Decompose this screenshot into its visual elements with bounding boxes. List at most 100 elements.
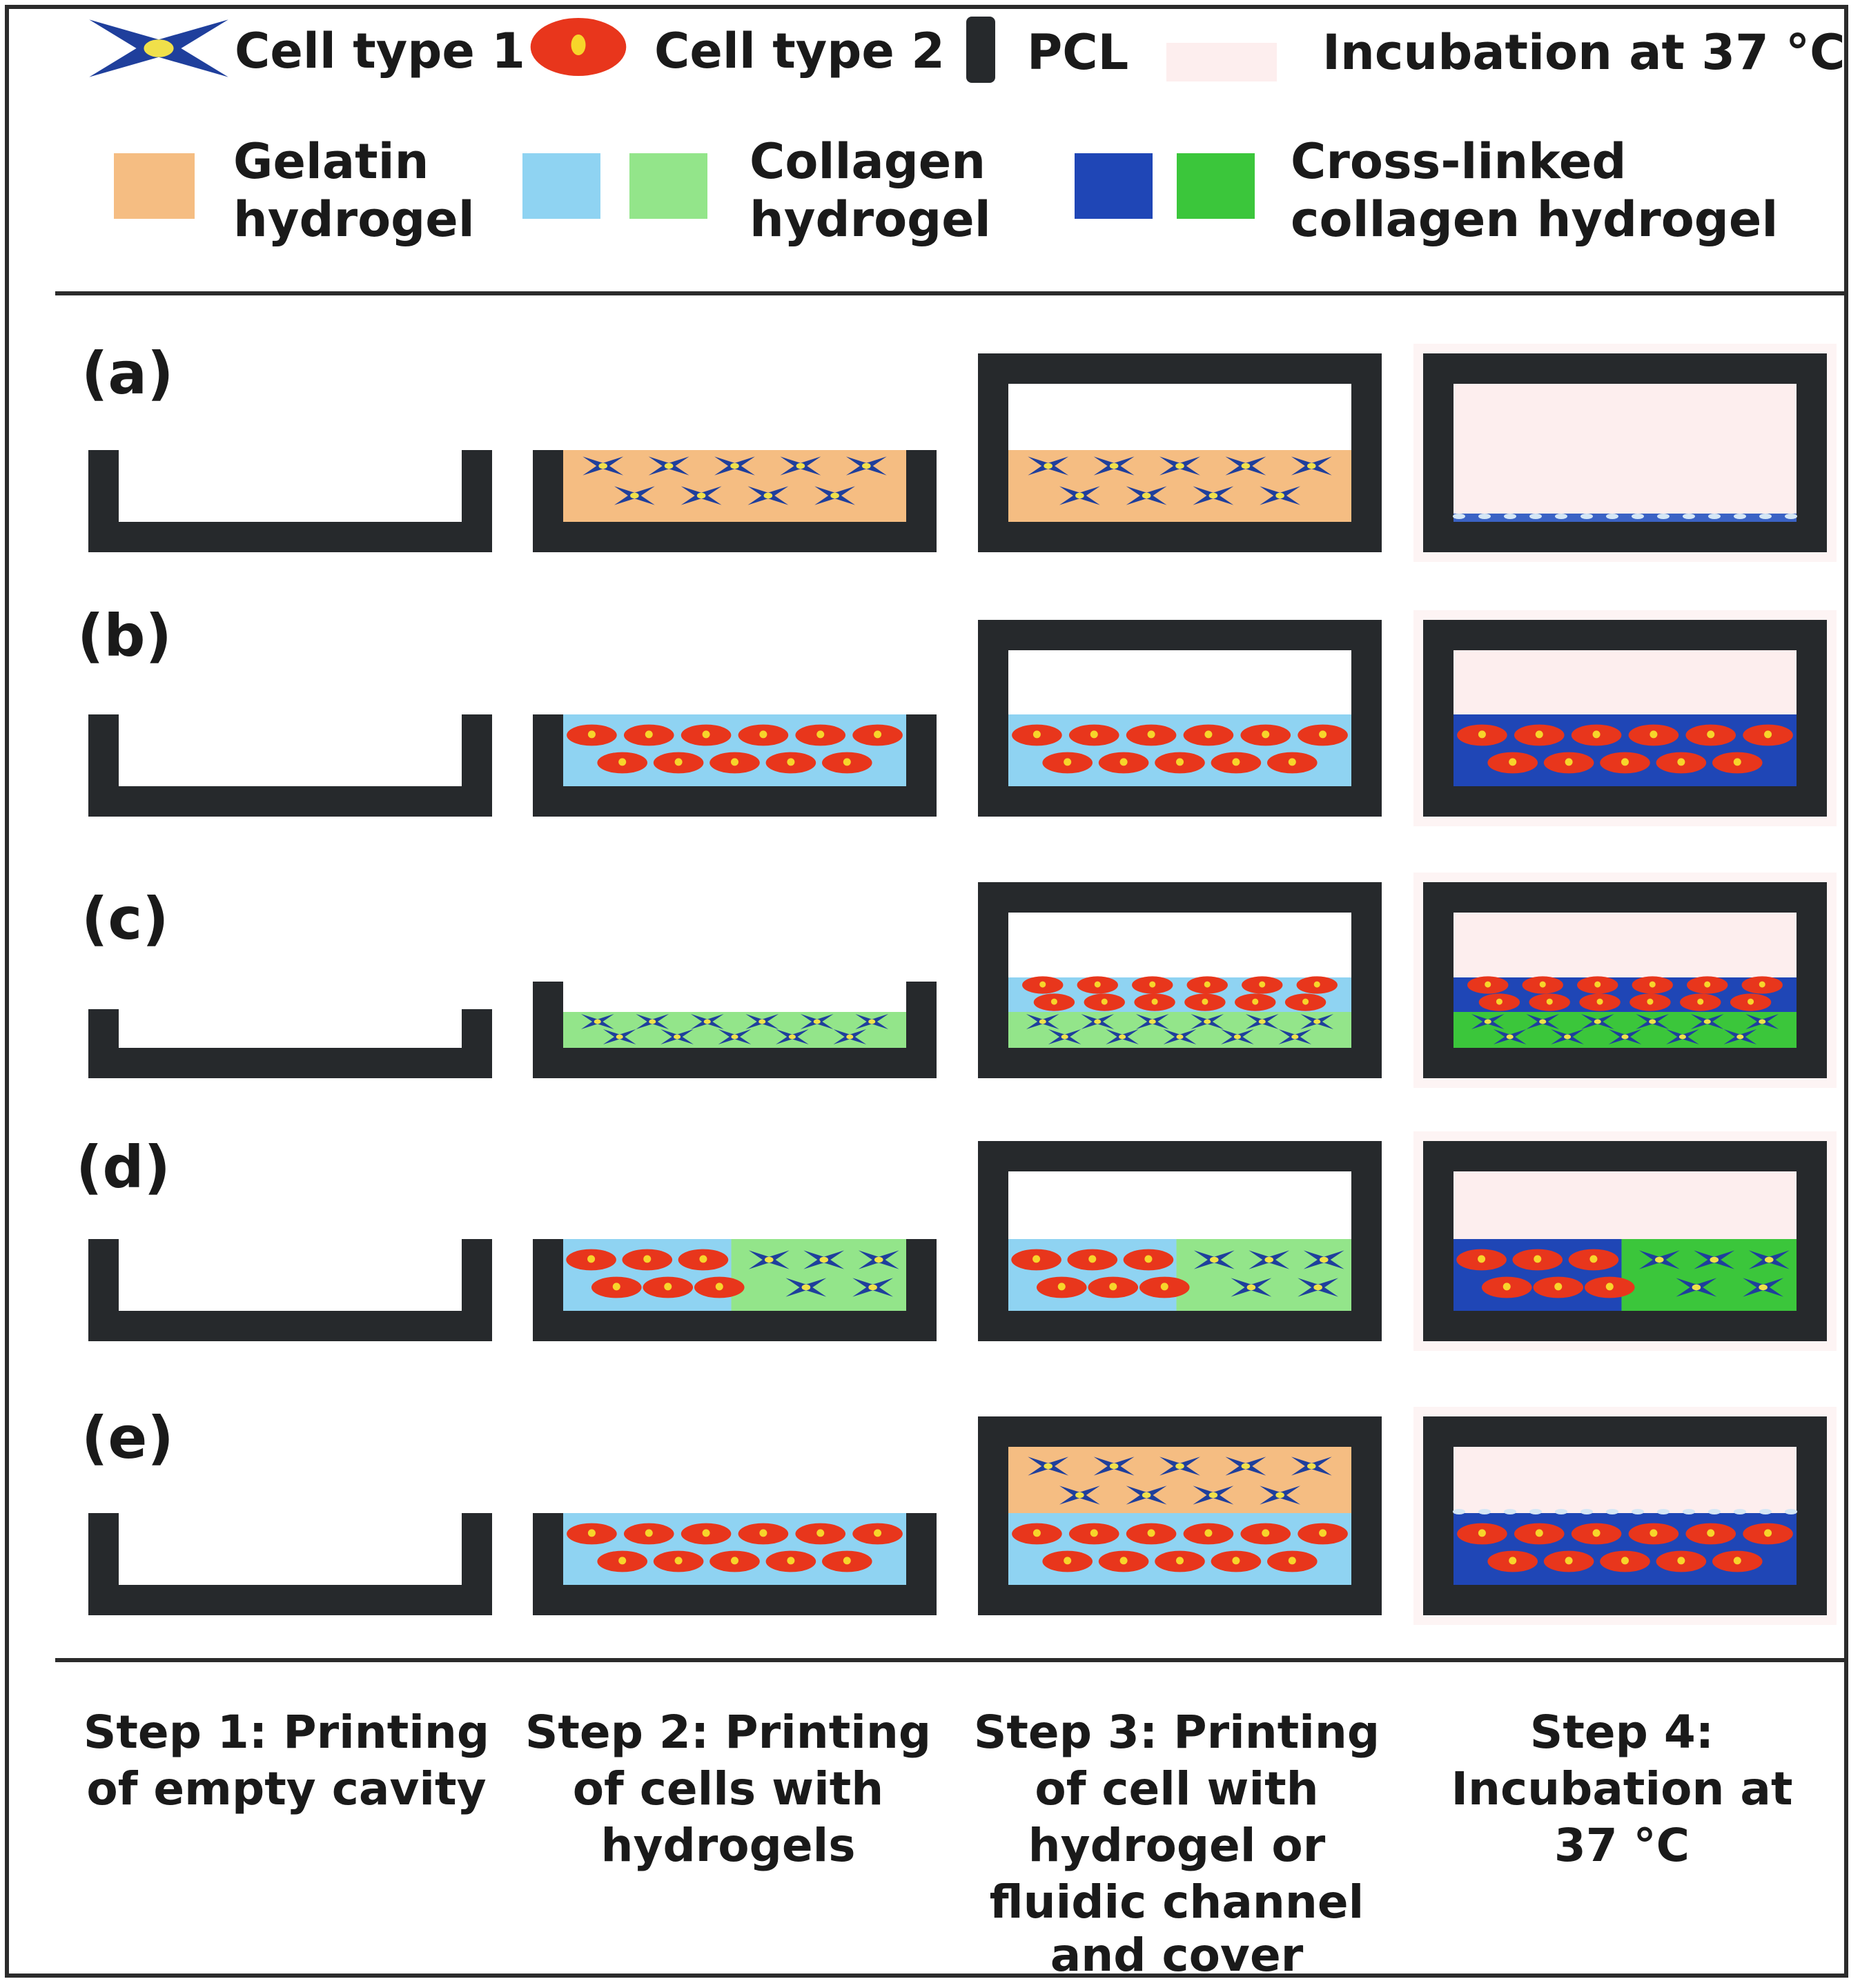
cell-type-2-icon	[1126, 1523, 1177, 1545]
cell-type-2-nucleus	[1064, 758, 1072, 766]
cell-type-1-icon	[1159, 1456, 1200, 1476]
cell-type-2-icon	[1088, 1276, 1139, 1298]
cell-type-2-icon	[709, 1550, 760, 1572]
cell-type-1-icon	[1245, 1013, 1279, 1030]
cell-type-2-nucleus	[1733, 758, 1741, 766]
remnant-cell-dot	[1657, 1509, 1670, 1514]
cell-type-2-icon	[1022, 976, 1064, 994]
cell-type-1-nucleus	[796, 462, 805, 469]
cell-type-2-nucleus	[1302, 998, 1309, 1005]
cell-type-2-nucleus	[1509, 1557, 1517, 1565]
cell-type-2-icon	[1033, 993, 1075, 1011]
panel-b-step3-chamber	[978, 620, 1382, 817]
cell-type-2-nucleus	[1594, 981, 1601, 988]
cell-type-2-nucleus	[587, 730, 596, 739]
cell-type-2-nucleus	[1109, 1283, 1117, 1291]
cell-type-2-nucleus	[715, 1283, 723, 1291]
cell-type-1-nucleus	[674, 1034, 681, 1040]
cell-type-1-nucleus	[1044, 462, 1053, 469]
cell-type-2-nucleus	[1094, 981, 1101, 988]
cell-type-2-nucleus	[645, 1529, 653, 1537]
cell-type-1-nucleus	[598, 462, 607, 469]
cell-type-1-icon	[580, 1013, 614, 1030]
cell-type-1-nucleus	[703, 1019, 711, 1024]
cell-type-2-icon	[1656, 1550, 1707, 1572]
cell-type-2-nucleus	[1621, 1557, 1629, 1565]
pcl-base	[88, 1311, 492, 1341]
remnant-cell-dot	[1683, 514, 1695, 519]
cell-type-2-nucleus	[1478, 1529, 1486, 1537]
crosslinked-collagen-layer	[1453, 1513, 1797, 1585]
cell-type-2-icon	[1155, 752, 1205, 774]
cell-type-2-icon	[1741, 976, 1783, 994]
cell-type-1-icon	[648, 456, 689, 476]
step-3-caption-line-2: of cell with	[1035, 1762, 1318, 1815]
cell-type-2-nucleus	[1288, 1557, 1296, 1565]
cell-type-2-icon	[1211, 752, 1262, 774]
cell-type-1-icon	[1225, 1456, 1266, 1476]
chamber-interior	[1453, 384, 1797, 522]
cell-type-2-nucleus	[1596, 998, 1603, 1005]
cell-type-1-icon	[1580, 1013, 1614, 1030]
cell-type-2-icon	[1012, 1523, 1062, 1545]
legend-collagen-blue-swatch	[522, 153, 600, 219]
pcl-left-wall	[88, 450, 119, 552]
remnant-cell-dot	[1580, 514, 1593, 519]
cell-type-1-icon	[1028, 1456, 1069, 1476]
cell-type-2-icon	[643, 1276, 694, 1298]
cell-type-2-nucleus	[1748, 998, 1754, 1005]
cell-type-1-icon	[1526, 1013, 1560, 1030]
step-3-caption-line-5: and cover	[1050, 1929, 1304, 1982]
cell-type-1-nucleus	[696, 492, 706, 499]
cell-type-1-nucleus	[630, 492, 639, 499]
cell-type-2-icon	[795, 1523, 846, 1545]
cell-type-2-icon	[1084, 993, 1125, 1011]
cell-type-2-nucleus	[1090, 1529, 1098, 1537]
cell-type-1-icon	[681, 486, 722, 505]
cell-type-2-icon	[1743, 1523, 1793, 1545]
cell-type-1-icon	[714, 456, 755, 476]
cell-type-2-icon	[1098, 752, 1149, 774]
cell-type-2-nucleus	[1704, 981, 1711, 988]
panel-a-step1-cavity	[88, 450, 492, 552]
cell-type-2-icon	[765, 752, 816, 774]
panel-c-step1-cavity	[88, 1009, 492, 1078]
pcl-base	[533, 522, 937, 552]
cell-type-1-nucleus	[730, 462, 739, 469]
cell-type-2-nucleus	[1119, 758, 1128, 766]
cell-type-1-nucleus	[1109, 1463, 1119, 1470]
cell-type-2-icon	[1012, 724, 1062, 746]
right-hydrogel-region	[1621, 1239, 1797, 1311]
cell-type-1-nucleus	[1764, 1256, 1774, 1263]
remnant-cell-dot	[1504, 514, 1516, 519]
cell-type-2-nucleus	[1647, 998, 1654, 1005]
step-3-caption-line-4: fluidic channel	[990, 1875, 1364, 1929]
cell-type-2-icon	[1068, 1523, 1119, 1545]
cell-type-2-icon	[1068, 724, 1119, 746]
row-label-c: (c)	[81, 885, 169, 953]
pcl-left-wall	[533, 714, 563, 817]
cell-type-1-icon	[1193, 486, 1234, 505]
cell-type-2-icon	[1184, 993, 1226, 1011]
cell-type-2-icon	[1478, 993, 1520, 1011]
diagram-panels	[88, 344, 1837, 1625]
cell-type-2-nucleus	[1707, 1529, 1715, 1537]
cell-type-2-icon	[738, 1523, 789, 1545]
cell-type-2-icon	[1298, 1523, 1348, 1545]
cell-type-2-nucleus	[1509, 758, 1517, 766]
legend-cell-type-2-icon	[530, 18, 627, 76]
cell-type-2-nucleus	[1032, 1529, 1041, 1537]
cell-type-2-nucleus	[1707, 730, 1715, 739]
cell-type-2-nucleus	[1733, 1557, 1741, 1565]
step-2-caption-line-2: of cells with	[573, 1762, 884, 1815]
step-4-caption-line-3: 37 °C	[1554, 1819, 1690, 1872]
cell-type-2-nucleus	[618, 1557, 627, 1565]
cell-type-1-nucleus	[1275, 492, 1284, 499]
cell-type-2-nucleus	[731, 758, 738, 766]
cell-type-1-nucleus	[1246, 1284, 1256, 1291]
remnant-cell-dot	[1580, 1509, 1593, 1514]
cell-type-2-nucleus	[1032, 1255, 1041, 1263]
cell-type-1-nucleus	[1649, 1019, 1656, 1024]
cell-type-1-icon	[1093, 1456, 1135, 1476]
